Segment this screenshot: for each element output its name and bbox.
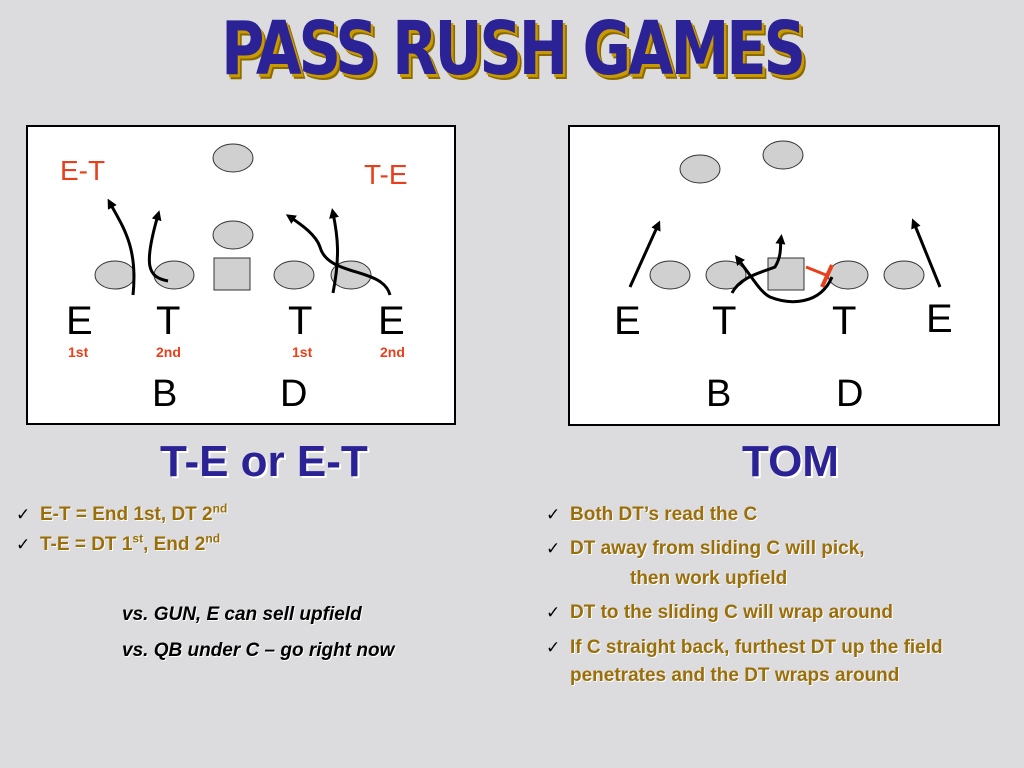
tom-diagram-drawing xyxy=(628,140,942,303)
offense-player xyxy=(883,260,925,290)
position-t: T xyxy=(156,299,181,343)
rush-path xyxy=(911,218,942,288)
offense-player xyxy=(705,260,747,290)
left-bullet-list: ✓ E-T = End 1st, DT 2nd ✓ T-E = DT 1st, … xyxy=(0,500,500,560)
diagram-panel-tom: E T T E B D xyxy=(568,125,1000,426)
offense-player xyxy=(212,220,254,250)
list-item: ✓ T-E = DT 1st, End 2nd xyxy=(0,530,500,560)
slide-title: PASS RUSH GAMES xyxy=(221,6,806,92)
rush-path xyxy=(329,208,339,294)
rush-path xyxy=(285,214,392,296)
offense-player xyxy=(94,260,136,290)
heading-te-et: T-E or E-T xyxy=(160,437,368,486)
rush-path xyxy=(730,234,786,294)
check-icon: ✓ xyxy=(546,603,561,622)
backer-b: B xyxy=(706,373,732,415)
bullet-text: E-T = End 1st, DT 2 xyxy=(40,504,213,525)
center-block-bar xyxy=(820,264,834,288)
list-item: ✓ If C straight back, furthest DT up the… xyxy=(530,634,1016,690)
check-icon: ✓ xyxy=(546,539,561,558)
right-bullet-list: ✓ Both DT’s read the C ✓ DT away from sl… xyxy=(530,500,1016,690)
list-item: ✓ DT away from sliding C will pick, xyxy=(530,534,1016,564)
position-e: E xyxy=(66,299,93,343)
position-e: E xyxy=(614,299,641,343)
list-item: ✓ DT to the sliding C will wrap around xyxy=(530,598,1016,628)
check-icon: ✓ xyxy=(546,505,561,524)
offense-player xyxy=(212,143,254,173)
position-e: E xyxy=(378,299,405,343)
bullet-superscript: nd xyxy=(212,501,228,516)
list-item-continuation: then work upfield xyxy=(530,564,1016,594)
order-label: 2nd xyxy=(156,344,181,360)
center-square xyxy=(213,257,251,291)
bullet-superscript: st xyxy=(132,531,144,546)
order-label: 1st xyxy=(68,344,89,360)
bullet-text: DT to the sliding C will wrap around xyxy=(570,602,893,623)
te-et-diagram-drawing xyxy=(94,143,392,296)
order-label: 1st xyxy=(292,344,313,360)
bullet-text: then work upfield xyxy=(630,568,788,589)
rush-path xyxy=(734,255,834,303)
heading-tom: TOM xyxy=(742,437,839,486)
bullet-text: T-E = DT 1 xyxy=(40,534,133,555)
rush-path xyxy=(147,210,169,283)
note-qb-under-center: vs. QB under C – go right now xyxy=(122,640,395,661)
backer-d: D xyxy=(280,373,308,415)
list-item: ✓ Both DT’s read the C xyxy=(530,500,1016,530)
game-label-et: E-T xyxy=(60,155,106,186)
offense-player xyxy=(762,140,804,170)
offense-player xyxy=(827,260,869,290)
check-icon: ✓ xyxy=(16,535,31,554)
offense-player xyxy=(679,154,721,184)
offense-player xyxy=(649,260,691,290)
offense-player xyxy=(273,260,315,290)
backer-d: D xyxy=(836,373,864,415)
diagram-panel-te-et: E-T T-E E T T E 1st 2nd 1st 2nd B D xyxy=(26,125,456,425)
note-gun: vs. GUN, E can sell upfield xyxy=(122,604,362,625)
check-icon: ✓ xyxy=(16,505,31,524)
bullet-superscript: nd xyxy=(205,531,221,546)
backer-b: B xyxy=(152,373,178,415)
bullet-text: DT away from sliding C will pick, xyxy=(570,538,865,559)
rush-path xyxy=(628,220,661,288)
bullet-text: If C straight back, furthest DT up the f… xyxy=(570,637,943,686)
bullet-text: , End 2 xyxy=(143,534,206,555)
check-icon: ✓ xyxy=(546,638,561,657)
order-label: 2nd xyxy=(380,344,405,360)
position-t: T xyxy=(832,299,857,343)
center-slide-line xyxy=(805,265,827,277)
position-t: T xyxy=(288,299,313,343)
position-t: T xyxy=(712,299,737,343)
game-label-te: T-E xyxy=(364,159,408,190)
bullet-text: Both DT’s read the C xyxy=(570,504,758,525)
position-e: E xyxy=(926,297,953,341)
offense-player xyxy=(153,260,195,290)
center-square xyxy=(767,257,805,291)
list-item: ✓ E-T = End 1st, DT 2nd xyxy=(0,500,500,530)
rush-path xyxy=(107,198,136,296)
